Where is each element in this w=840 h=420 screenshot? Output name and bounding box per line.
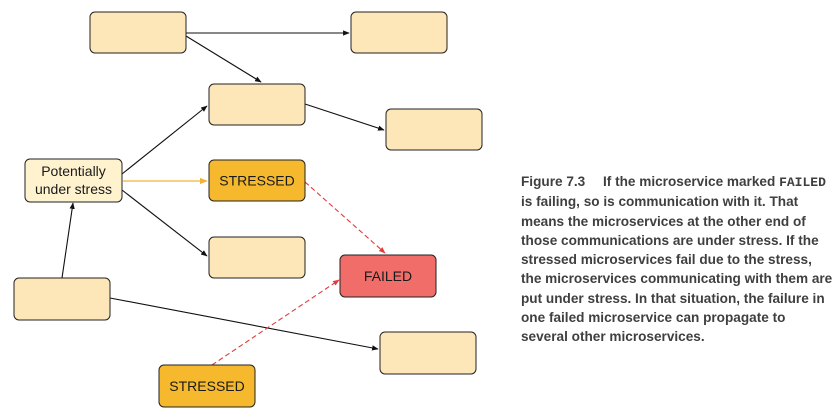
- microservice-node-mid-upper: [208, 83, 306, 126]
- edge-stressed-to-failed: [304, 181, 386, 254]
- edge-top-left-to-mid-upper: [185, 35, 262, 83]
- potentially-under-stress-label-line2: under stress: [35, 181, 112, 197]
- failed-label: FAILED: [364, 268, 412, 284]
- edge-potentially-to-mid-upper: [121, 105, 208, 175]
- microservice-failure-diagram: Potentially under stress STRESSED FAILED…: [13, 11, 483, 408]
- edge-mid-upper-to-right-upper: [304, 103, 385, 131]
- microservice-node-top-left: [89, 11, 187, 54]
- failed-node: FAILED: [339, 254, 437, 298]
- edge-bottom-left-to-potentially: [61, 202, 75, 279]
- potentially-under-stress-label-line1: Potentially: [41, 163, 106, 179]
- caption-text-before-code: If the microservice marked: [603, 174, 776, 189]
- edge-bottom-left-to-bottom-right: [109, 297, 379, 351]
- stressed-node-middle: STRESSED: [208, 159, 306, 202]
- caption-code-failed: FAILED: [779, 175, 826, 190]
- edge-stressed-bottom-to-failed: [211, 279, 340, 366]
- microservice-node-right-upper: [385, 108, 483, 151]
- stressed-label-bottom: STRESSED: [169, 378, 244, 394]
- stressed-label-middle: STRESSED: [219, 173, 294, 189]
- microservice-node-bottom-left: [13, 277, 111, 321]
- microservice-node-bottom-right: [379, 331, 477, 375]
- potentially-under-stress-node: Potentially under stress: [24, 158, 123, 203]
- microservice-node-top-right: [350, 11, 448, 54]
- figure-caption: Figure 7.3 If the microservice marked FA…: [521, 172, 833, 347]
- caption-text-after-code: is failing, so is communication with it.…: [521, 194, 833, 345]
- stressed-node-bottom: STRESSED: [158, 364, 256, 408]
- figure-label: Figure 7.3: [521, 174, 586, 189]
- microservice-node-mid-lower: [208, 236, 306, 279]
- edge-potentially-to-mid-lower: [121, 189, 208, 257]
